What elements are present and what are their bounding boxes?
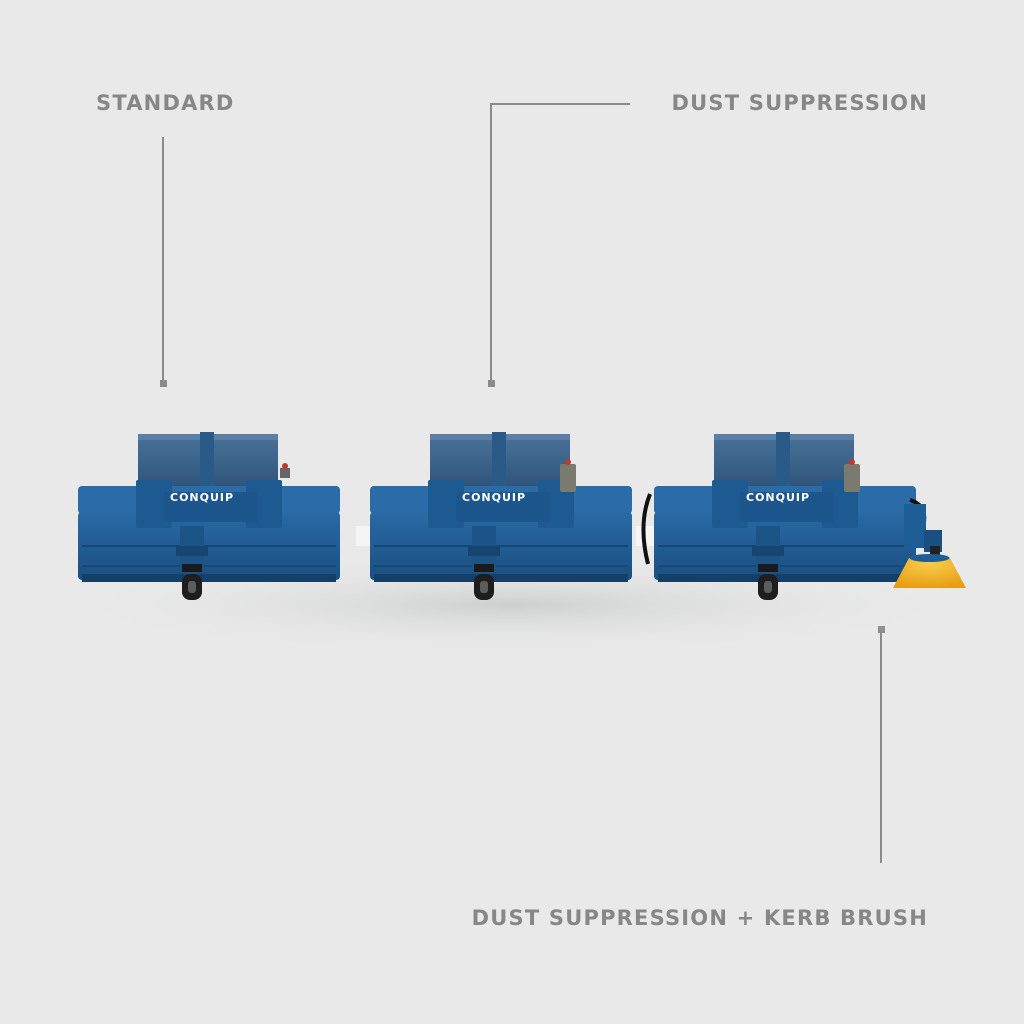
label-dust-suppression-kerb-brush: DUST SUPPRESSION + KERB BRUSH [471,906,928,930]
label-dust-suppression: DUST SUPPRESSION [671,91,928,115]
logo-conquip-2: CONQUIP [462,491,527,504]
leader-line-dust-horizontal [490,103,630,105]
leader-line-kerb [880,633,882,863]
leader-line-dust-vertical [490,103,492,380]
label-standard: STANDARD [96,91,235,115]
leader-dot-standard [160,380,167,387]
machine-dust-suppression-kerb [636,431,966,601]
logo-conquip-3: CONQUIP [746,491,811,504]
machine-dust-suppression [356,431,633,601]
leader-dot-dust [488,380,495,387]
logo-conquip-1: CONQUIP [170,491,235,504]
machine-standard [77,431,341,601]
leader-line-standard [162,137,164,380]
